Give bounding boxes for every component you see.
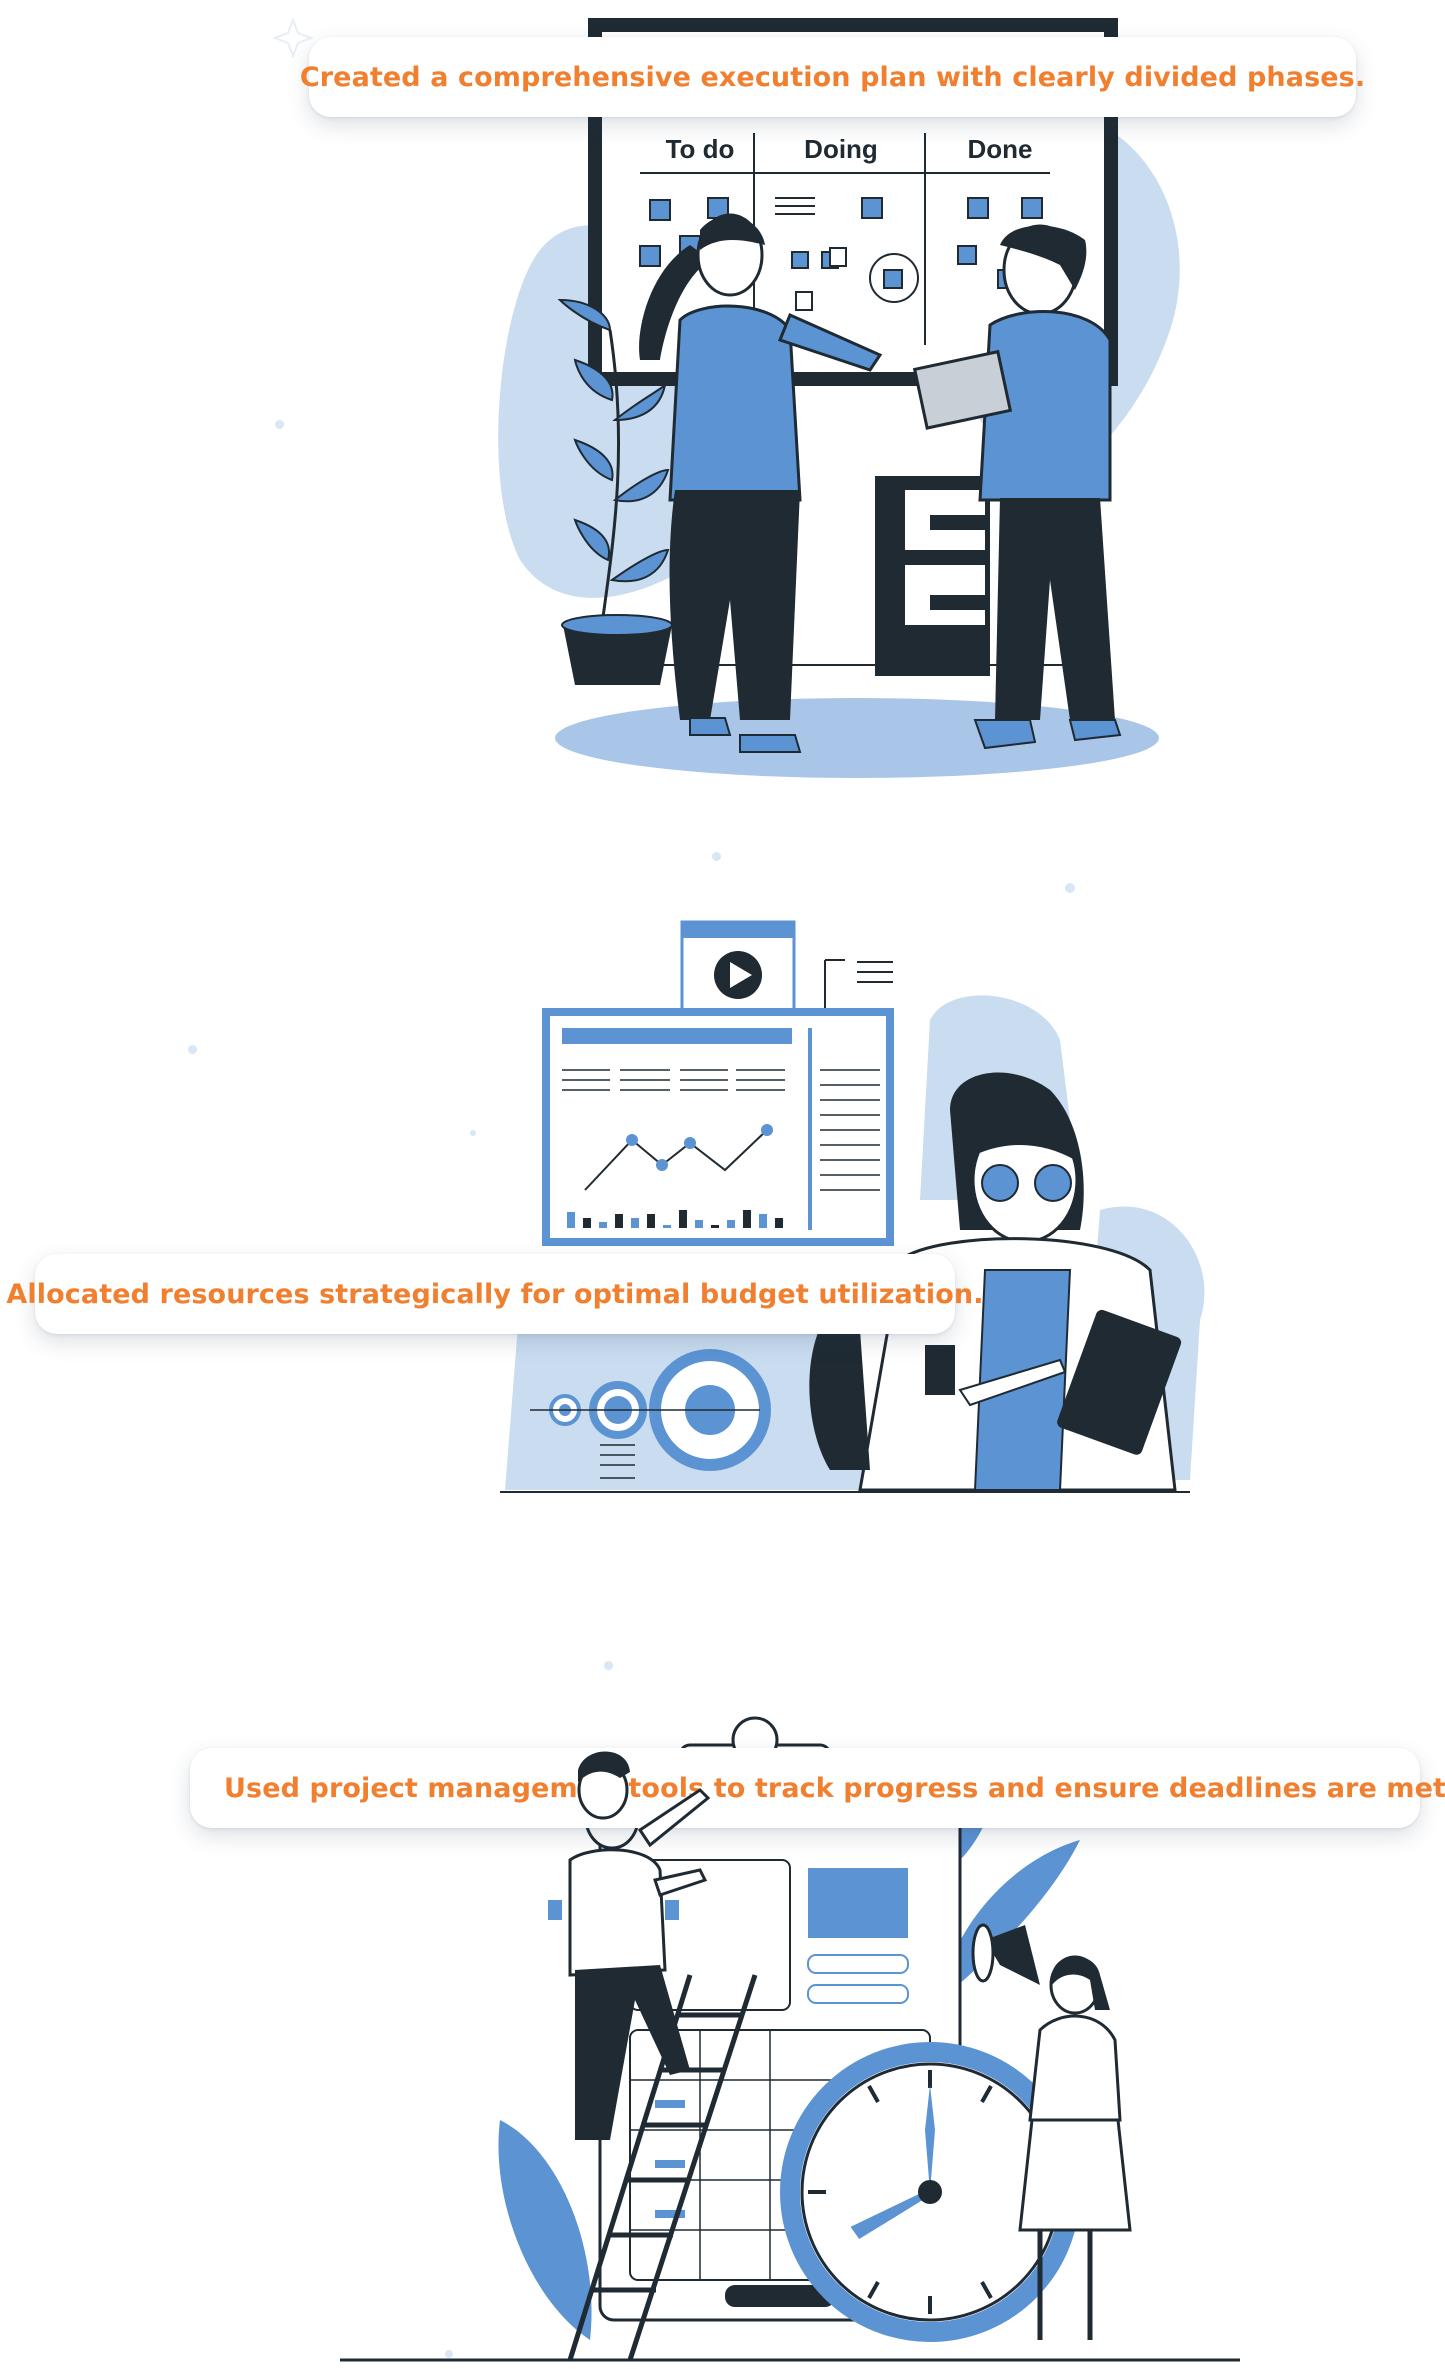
- decor-dot: [1065, 883, 1075, 893]
- callout-text-part1: Used project management: [224, 1772, 629, 1804]
- section-execution-plan: To do Doing Done: [0, 0, 1445, 800]
- decor-dot: [712, 852, 721, 861]
- callout-text: Created a comprehensive execution plan w…: [299, 61, 1366, 93]
- decor-dot: [604, 1661, 613, 1670]
- callout-resource-allocation: Allocated resources strategically for op…: [6, 1254, 983, 1334]
- decor-dot: [188, 1045, 197, 1054]
- plant-icon: [557, 298, 673, 685]
- decor-dot: [275, 420, 284, 429]
- sparkle-icon: [272, 17, 314, 59]
- play-icon: [714, 951, 762, 999]
- decor-dot: [445, 2350, 453, 2358]
- board-col-done: Done: [968, 134, 1033, 164]
- callout-text-part2: tools to track progress and ensure deadl…: [628, 1772, 1445, 1804]
- board-col-doing: Doing: [804, 134, 878, 164]
- callout-text: Allocated resources strategically for op…: [6, 1278, 984, 1310]
- clock-icon: [780, 2042, 1080, 2342]
- megaphone-icon: [971, 1923, 1040, 1985]
- section-resource-allocation: Allocated resources strategically for op…: [6, 920, 1205, 1493]
- callout-project-tools: Used project management tools to track p…: [190, 1748, 1445, 1828]
- callout-execution-plan: Created a comprehensive execution plan w…: [300, 37, 1365, 117]
- decor-dot: [470, 1130, 476, 1136]
- board-col-todo: To do: [666, 134, 735, 164]
- analytics-illustration: [500, 920, 1205, 1493]
